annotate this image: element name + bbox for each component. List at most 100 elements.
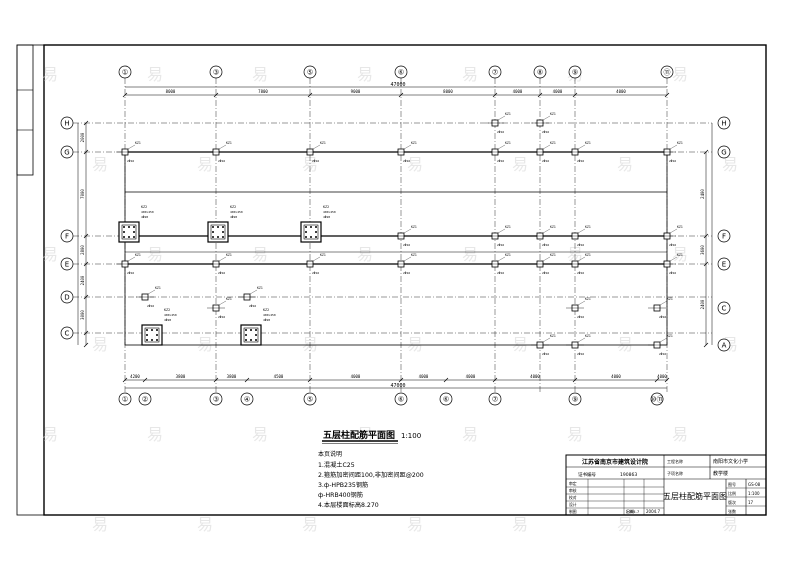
rebar-dot (156, 334, 158, 336)
axis-bubble-top (568, 65, 582, 79)
column-leader (147, 289, 156, 295)
column-tag: KZ1 (411, 253, 417, 257)
watermark-glyph: 易 (197, 335, 213, 354)
column-tag: KZ1 (320, 253, 326, 257)
tb-company: 江苏省南京市建筑设计院 (582, 458, 648, 466)
dim-bottom-tick (398, 377, 404, 383)
dim-top-tick (398, 92, 404, 98)
column-rebar: 2Φ16 (669, 243, 676, 247)
watermark-glyph: 易 (42, 245, 58, 264)
column-rebar: 2Φ16 (577, 315, 584, 319)
watermark-glyph: 易 (197, 155, 213, 174)
axis-bubble-right-label: A (722, 342, 727, 350)
axis-bubble-left-label: C (65, 330, 70, 338)
dim-bottom-text: 4500 (274, 374, 284, 379)
rebar-dot (250, 339, 252, 341)
column-rebar: 2Φ16 (127, 159, 134, 163)
column-tag: KZ1 (226, 297, 232, 301)
dim-bottom-tick (572, 377, 578, 383)
rebar-dot (128, 236, 130, 238)
dim-right-tick (703, 261, 709, 267)
axis-bubble-top (303, 65, 317, 79)
watermark-glyph: 易 (147, 65, 163, 84)
watermark-glyph: 易 (462, 245, 478, 264)
axis-bubble-right-label: E (722, 261, 726, 269)
column-tag: KZ2 (141, 205, 147, 209)
dim-bottom-tick (244, 377, 250, 383)
rebar-dot (133, 226, 135, 228)
rebar-dot (222, 226, 224, 228)
axis-bubble-top-label: ⑦ (492, 69, 498, 77)
dim-top-text: 4000 (513, 89, 523, 94)
dim-left-text: 2400 (80, 275, 85, 285)
tb-project-label: 工程名称 (667, 458, 683, 464)
tb-row-label: 制图 (569, 509, 577, 514)
column-leader (403, 228, 412, 234)
dim-right-text: 2400 (700, 189, 705, 199)
column-rebar: 2Φ16 (542, 243, 549, 247)
note-item: 1.混凝土C25 (318, 461, 355, 469)
column-tag: KZ1 (585, 334, 591, 338)
columns-layer: KZ12Φ16KZ12Φ16KZ12Φ16KZ12Φ16KZ12Φ16KZ12Φ… (116, 112, 683, 356)
dim-bottom-tick (443, 377, 449, 383)
dim-bottom-text: 4000 (419, 374, 429, 379)
rebar-dot (255, 334, 257, 336)
column-tag: KZ1 (585, 297, 591, 301)
rebar-dot (315, 236, 317, 238)
column-rebar: 2Φ16 (497, 243, 504, 247)
dim-left-text: 2000 (80, 132, 85, 142)
column-leader (403, 256, 412, 262)
watermark-glyph: 易 (302, 515, 318, 534)
watermark-glyph: 易 (617, 515, 633, 534)
column-tag: KZ1 (257, 286, 263, 290)
column-tag: KZ1 (320, 141, 326, 145)
rebar-dot (128, 226, 130, 228)
column-rebar: 2Φ16 (147, 304, 154, 308)
rebar-dot (123, 231, 125, 233)
watermark-glyph: 易 (407, 515, 423, 534)
column-leader (218, 300, 227, 306)
rebar-dot (123, 236, 125, 238)
axis-bubble-top (394, 65, 408, 79)
column-leader (577, 228, 586, 234)
tb-sheet-no-label: 图号 (728, 481, 736, 487)
axis-bubble-bottom (568, 392, 582, 406)
axis-bubble-top (488, 65, 502, 79)
column-rebar: 2Φ16 (312, 271, 319, 275)
overall-dim-top: 47000 (390, 82, 405, 88)
dim-bottom-text: 4000 (351, 374, 361, 379)
column-leader (218, 144, 227, 150)
dim-left-tick (83, 233, 89, 239)
watermark-glyph: 易 (147, 425, 163, 444)
dim-right-text: 3600 (700, 245, 705, 255)
column-rebar: 2Φ16 (542, 159, 549, 163)
axis-bubble-left (60, 145, 74, 159)
axis-bubble-bottom (138, 392, 152, 406)
watermark-glyph: 易 (462, 425, 478, 444)
column-rebar: 2Φ16 (659, 352, 666, 356)
axis-bubble-bottom (650, 392, 664, 406)
axis-bubble-top (209, 65, 223, 79)
column-tag: KZ1 (550, 112, 556, 116)
column-leader (542, 115, 551, 121)
rebar-dot (305, 236, 307, 238)
column-rebar: 2Φ16 (577, 352, 584, 356)
dim-left-text: 7000 (80, 189, 85, 199)
rebar-dot (255, 339, 257, 341)
column-leader (312, 256, 321, 262)
dim-bottom-text: 4000 (530, 374, 540, 379)
dim-top-text: 4000 (553, 89, 563, 94)
axis-bubble-left (60, 326, 74, 340)
axis-bubble-right (717, 338, 731, 352)
column-tag: KZ1 (550, 141, 556, 145)
dim-top-text: 8000 (166, 89, 176, 94)
axis-bubble-left (60, 290, 74, 304)
axis-bubble-right-label: C (722, 305, 727, 313)
dim-bottom-tick (307, 377, 313, 383)
dim-top-tick (572, 92, 578, 98)
dim-bottom-tick (492, 377, 498, 383)
column-tag: KZ2 (263, 308, 269, 312)
tb-row-label: 校对 (569, 495, 577, 500)
